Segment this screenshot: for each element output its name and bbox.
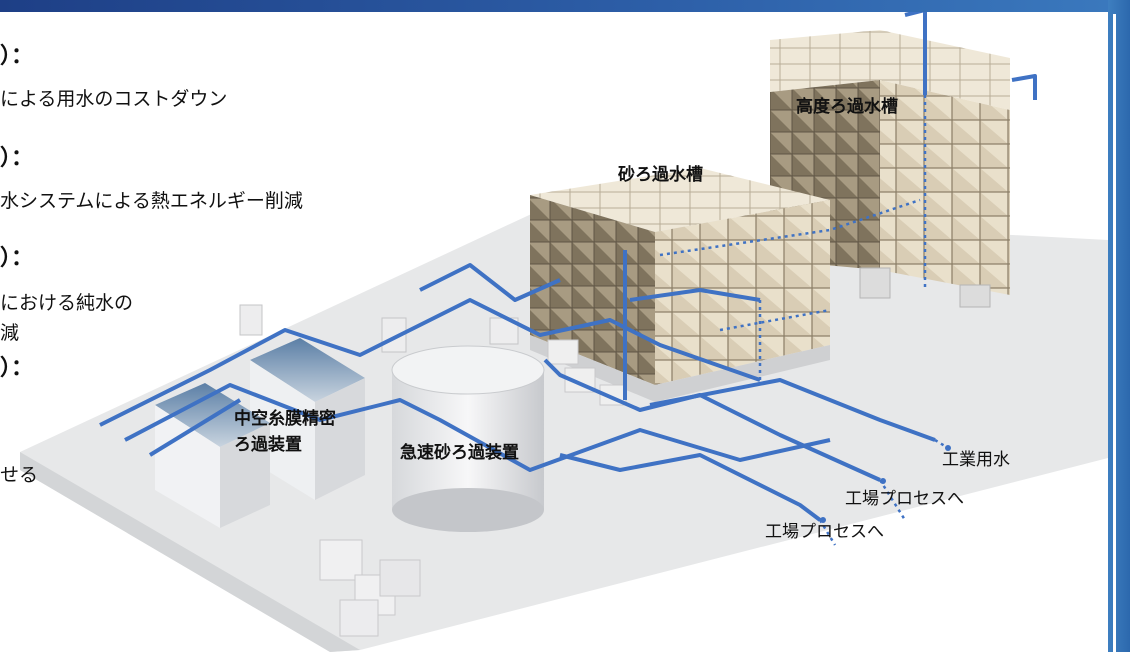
rapid-sand-filter bbox=[391, 345, 545, 532]
piping-network bbox=[99, 8, 1037, 522]
label-sand-filtration-tank: 砂ろ過水槽 bbox=[618, 165, 703, 185]
auxiliary-equipment bbox=[239, 304, 627, 637]
label-membrane-filter-line1: 中空糸膜精密 bbox=[234, 409, 336, 429]
floor-slab bbox=[20, 210, 1108, 652]
list-item-3-text-line2: 減 bbox=[0, 322, 20, 344]
label-factory-process-1: 工場プロセスへ bbox=[845, 489, 964, 509]
list-item-2-text: 水システムによる熱エネルギー削減 bbox=[0, 190, 303, 212]
list-item-2-mark: ）： bbox=[0, 146, 34, 171]
side-border bbox=[1108, 0, 1130, 652]
label-advanced-filtration-tank: 高度ろ過水槽 bbox=[796, 97, 898, 117]
list-item-1-mark: ）： bbox=[0, 44, 34, 69]
list-item-3-text-line1: における純水の bbox=[0, 292, 134, 314]
label-factory-process-2: 工場プロセスへ bbox=[765, 522, 884, 542]
sand-filtration-tank bbox=[530, 168, 830, 402]
list-item-3-mark: ）： bbox=[0, 246, 34, 271]
outlet-dot-process1 bbox=[880, 478, 886, 484]
membrane-filter-unit bbox=[155, 338, 365, 528]
list-item-1-text: による用水のコストダウン bbox=[0, 88, 228, 110]
label-industrial-water: 工業用水 bbox=[942, 450, 1010, 470]
label-rapid-sand-filter: 急速砂ろ過装置 bbox=[400, 443, 519, 463]
list-item-4-text-line2: せる bbox=[0, 464, 39, 486]
header-bar bbox=[0, 0, 1108, 12]
outlet-dot-industrial bbox=[945, 445, 951, 451]
piping-dotted bbox=[659, 95, 949, 546]
outlet-dot-process2 bbox=[820, 517, 826, 523]
label-membrane-filter-line2: ろ過装置 bbox=[234, 435, 302, 455]
list-item-4-mark: ）： bbox=[0, 356, 34, 381]
diagram-canvas bbox=[0, 8, 1108, 652]
